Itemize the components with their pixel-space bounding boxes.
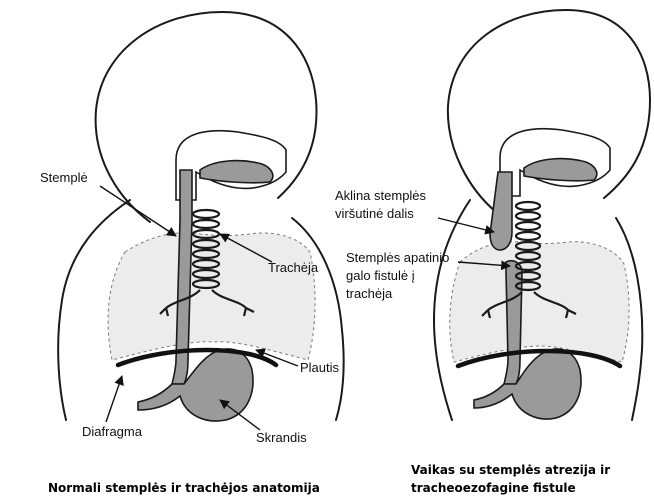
right-caption-line2: tracheoezofagine fistule <box>411 481 576 495</box>
label-skrandis: Skrandis <box>256 430 307 445</box>
right-tongue <box>524 159 597 181</box>
label-upper-pouch-line1: Aklina stemplės <box>335 188 427 203</box>
label-fistula-line2: galo fistulė į <box>346 268 415 283</box>
label-upper-pouch-line2: viršutinė dalis <box>335 206 414 221</box>
right-lung <box>450 242 629 362</box>
label-plautis: Plautis <box>300 360 340 375</box>
arrow-stemple <box>100 186 176 236</box>
label-fistula-line3: trachėja <box>346 286 393 301</box>
arrow-upper-pouch <box>438 218 494 232</box>
right-diagram: Aklina stemplės viršutinė dalis Stemplės… <box>335 10 650 495</box>
left-diagram: Stemplė Trachėja Plautis Diafragma Skran… <box>40 12 344 495</box>
right-upper-pouch <box>490 172 512 250</box>
left-tongue <box>200 161 273 183</box>
left-lung <box>108 233 315 360</box>
arrow-diafragma <box>106 376 122 422</box>
label-stemple: Stemplė <box>40 170 88 185</box>
left-head-outline <box>96 12 317 222</box>
right-caption-line1: Vaikas su stemplės atrezija ir <box>411 463 610 477</box>
label-fistula-line1: Stemplės apatinio <box>346 250 449 265</box>
left-caption: Normali stemplės ir trachėjos anatomija <box>48 481 320 495</box>
right-stomach <box>474 349 581 419</box>
label-diafragma: Diafragma <box>82 424 143 439</box>
left-stomach <box>138 349 253 421</box>
label-tracheja: Trachėja <box>268 260 319 275</box>
